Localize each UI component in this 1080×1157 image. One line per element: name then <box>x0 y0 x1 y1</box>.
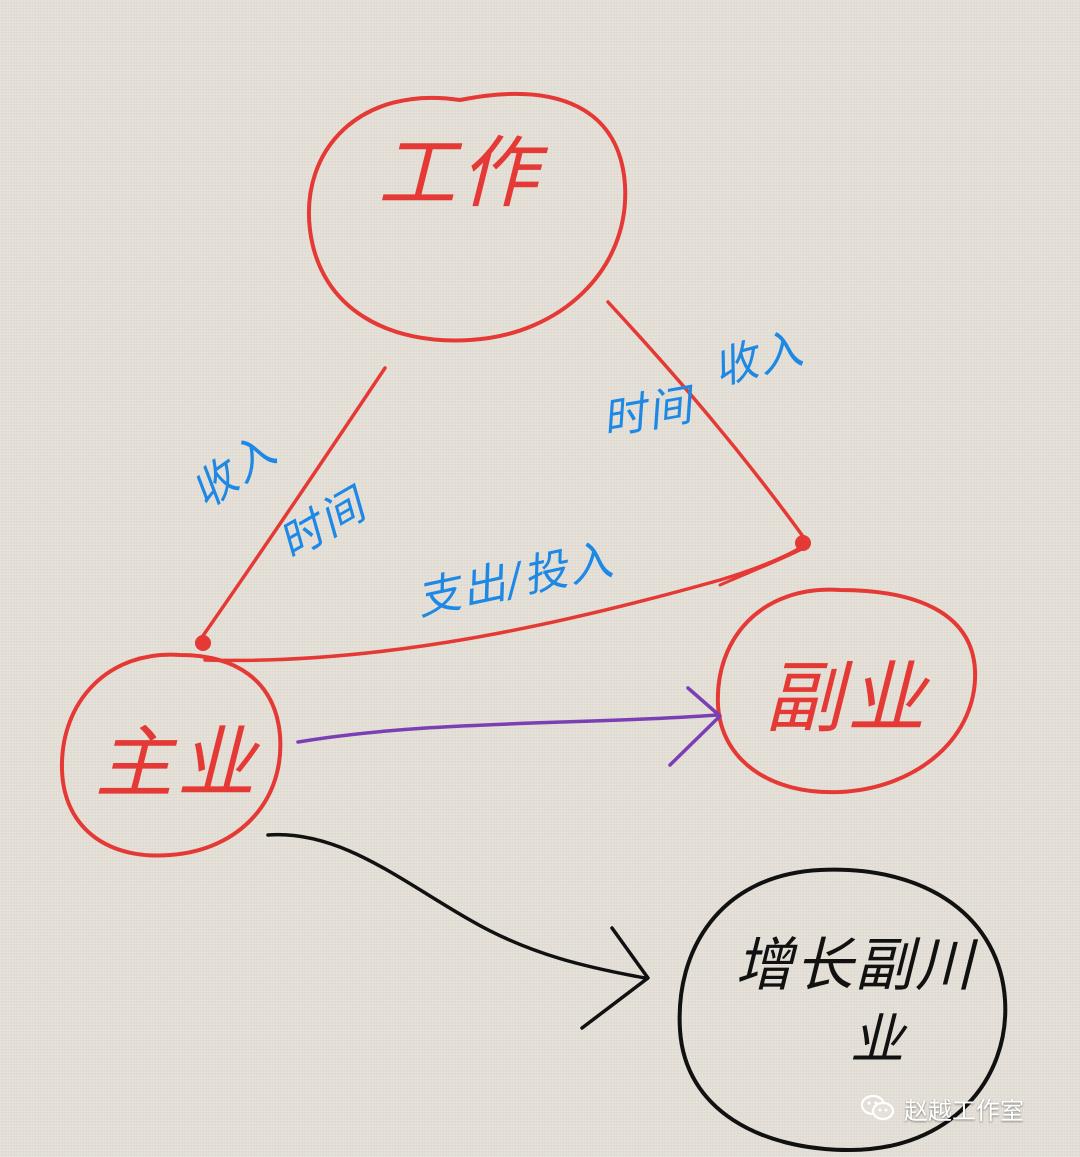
node-grow-side-business-label-line1: 增长副川 <box>735 931 979 999</box>
edge-work-to-side-income-label: 收入 <box>708 323 810 396</box>
edge-main-to-side-arrow <box>296 686 722 767</box>
purple-arrowhead-icon <box>668 686 722 767</box>
junction-dot-side <box>795 535 811 551</box>
junction-dot-main <box>195 635 211 651</box>
edge-main-to-side-stroke-2 <box>718 548 802 587</box>
edge-work-to-main: 收入 时间 <box>182 366 387 642</box>
black-arrowhead-icon <box>580 926 650 1030</box>
node-work-circle <box>306 91 628 343</box>
edge-work-to-side-time-label: 时间 <box>598 379 700 446</box>
edge-work-to-main-time-label: 时间 <box>270 478 378 570</box>
node-main-business: 主业 <box>59 652 283 858</box>
node-grow-side-business-circle <box>677 867 1008 1153</box>
node-side-business-circle <box>715 587 978 795</box>
edge-work-to-side-line <box>606 300 804 537</box>
watermark-text: 赵越工作室 <box>904 1096 1024 1125</box>
wechat-icon <box>860 1094 895 1121</box>
node-work: 工作 <box>306 91 628 343</box>
watermark: 赵越工作室 <box>860 1086 1060 1130</box>
edge-work-to-main-line <box>198 366 387 642</box>
edge-main-to-grow-arrow <box>266 832 650 1030</box>
node-grow-side-business-label-line2: 业 <box>850 1008 908 1071</box>
node-main-business-circle <box>59 652 283 858</box>
edge-work-to-main-income-label: 收入 <box>182 424 287 519</box>
node-side-business: 副业 <box>715 587 978 795</box>
node-side-business-label: 副业 <box>765 654 931 744</box>
node-grow-side-business: 增长副川 业 <box>677 867 1008 1153</box>
edge-main-to-side-label: 支出/投入 <box>412 534 619 626</box>
black-arrow-line <box>266 832 647 980</box>
purple-arrow-line <box>296 713 720 744</box>
node-main-business-label: 主业 <box>95 719 261 809</box>
edge-work-to-side: 收入 时间 <box>598 300 810 537</box>
node-work-label: 工作 <box>378 129 549 219</box>
